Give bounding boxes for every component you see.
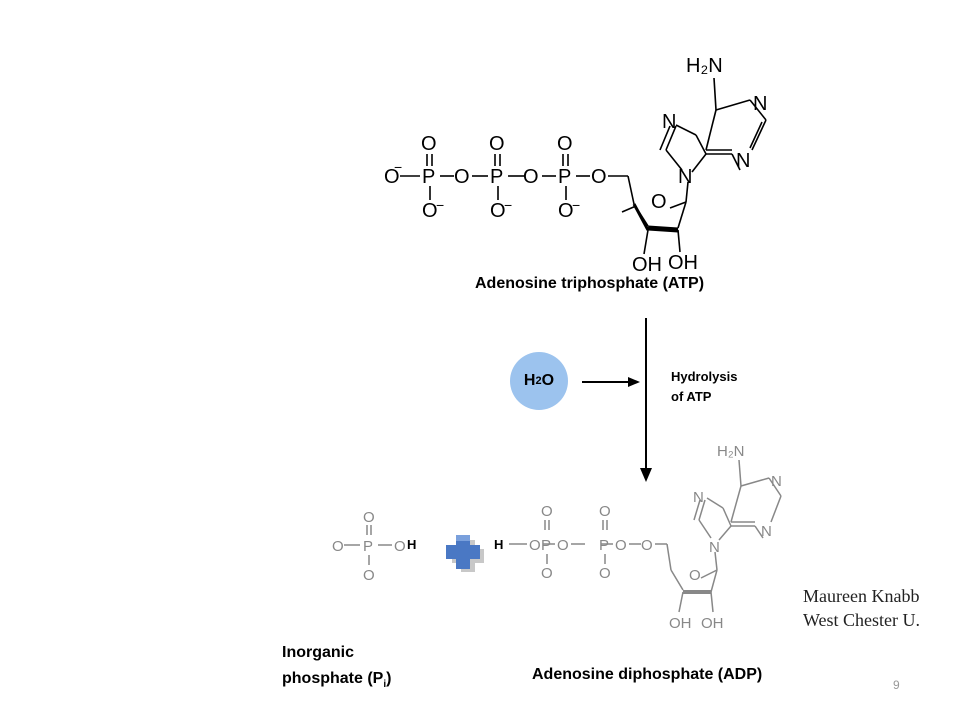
svg-text:P: P bbox=[490, 166, 503, 188]
atom-o-terminal: O bbox=[384, 166, 400, 188]
page-number: 9 bbox=[893, 678, 900, 692]
svg-text:O: O bbox=[523, 166, 539, 188]
svg-text:O: O bbox=[558, 200, 574, 222]
svg-text:P: P bbox=[422, 166, 435, 188]
reaction-arrows bbox=[582, 318, 652, 482]
adp-h: H bbox=[494, 537, 504, 552]
svg-text:O: O bbox=[422, 200, 438, 222]
amine-group: H₂N bbox=[686, 55, 723, 77]
svg-text:O: O bbox=[599, 565, 611, 582]
svg-text:O: O bbox=[363, 509, 375, 526]
svg-text:O: O bbox=[454, 166, 470, 188]
svg-text:OH: OH bbox=[632, 254, 662, 276]
svg-text:P: P bbox=[558, 166, 571, 188]
svg-text:O: O bbox=[599, 503, 611, 520]
svg-text:O: O bbox=[421, 133, 437, 155]
svg-text:OH: OH bbox=[701, 615, 724, 632]
svg-text:O: O bbox=[557, 133, 573, 155]
svg-text:O: O bbox=[489, 133, 505, 155]
svg-text:OH: OH bbox=[669, 615, 692, 632]
svg-text:N: N bbox=[662, 111, 676, 133]
inorganic-phosphate-label: Inorganic phosphate (Pi) bbox=[282, 644, 392, 691]
svg-text:O: O bbox=[490, 200, 506, 222]
atp-structure: O − P O O − O P O O − O P O O − O O OH O… bbox=[384, 55, 767, 276]
svg-text:P: P bbox=[599, 537, 609, 554]
svg-text:O: O bbox=[557, 537, 569, 554]
svg-text:N: N bbox=[753, 93, 767, 115]
svg-text:OH: OH bbox=[668, 252, 698, 274]
svg-text:N: N bbox=[761, 523, 772, 540]
atp-label: Adenosine triphosphate (ATP) bbox=[475, 275, 705, 292]
svg-text:−: − bbox=[572, 197, 580, 213]
svg-text:O: O bbox=[651, 191, 667, 213]
plus-icon bbox=[446, 535, 484, 572]
author-credit: Maureen Knabb West Chester U. bbox=[803, 586, 921, 630]
svg-text:−: − bbox=[394, 159, 402, 175]
svg-text:H₂N: H₂N bbox=[717, 443, 745, 460]
svg-text:O: O bbox=[641, 537, 653, 554]
phosphate-h: H bbox=[407, 537, 417, 552]
adp-structure: O P O O O P O O O O O OH OH N N N N H₂N bbox=[509, 443, 782, 632]
svg-text:N: N bbox=[736, 150, 750, 172]
svg-text:O: O bbox=[541, 503, 553, 520]
hydrolysis-label: Hydrolysis of ATP bbox=[671, 369, 738, 404]
svg-text:O: O bbox=[541, 565, 553, 582]
svg-text:N: N bbox=[709, 539, 720, 556]
svg-text:P: P bbox=[541, 537, 551, 554]
svg-text:O: O bbox=[591, 166, 607, 188]
svg-text:O: O bbox=[615, 537, 627, 554]
svg-text:−: − bbox=[504, 197, 512, 213]
svg-text:O: O bbox=[529, 537, 541, 554]
adp-label: Adenosine diphosphate (ADP) bbox=[532, 666, 763, 683]
svg-text:N: N bbox=[693, 489, 704, 506]
svg-text:N: N bbox=[678, 166, 692, 188]
phosphate-structure: O P O O O bbox=[332, 509, 406, 584]
svg-text:N: N bbox=[771, 473, 782, 490]
svg-text:−: − bbox=[436, 197, 444, 213]
svg-text:O: O bbox=[332, 538, 344, 555]
svg-text:P: P bbox=[363, 538, 373, 555]
svg-text:O: O bbox=[394, 538, 406, 555]
svg-text:O: O bbox=[689, 567, 701, 584]
svg-text:O: O bbox=[363, 567, 375, 584]
